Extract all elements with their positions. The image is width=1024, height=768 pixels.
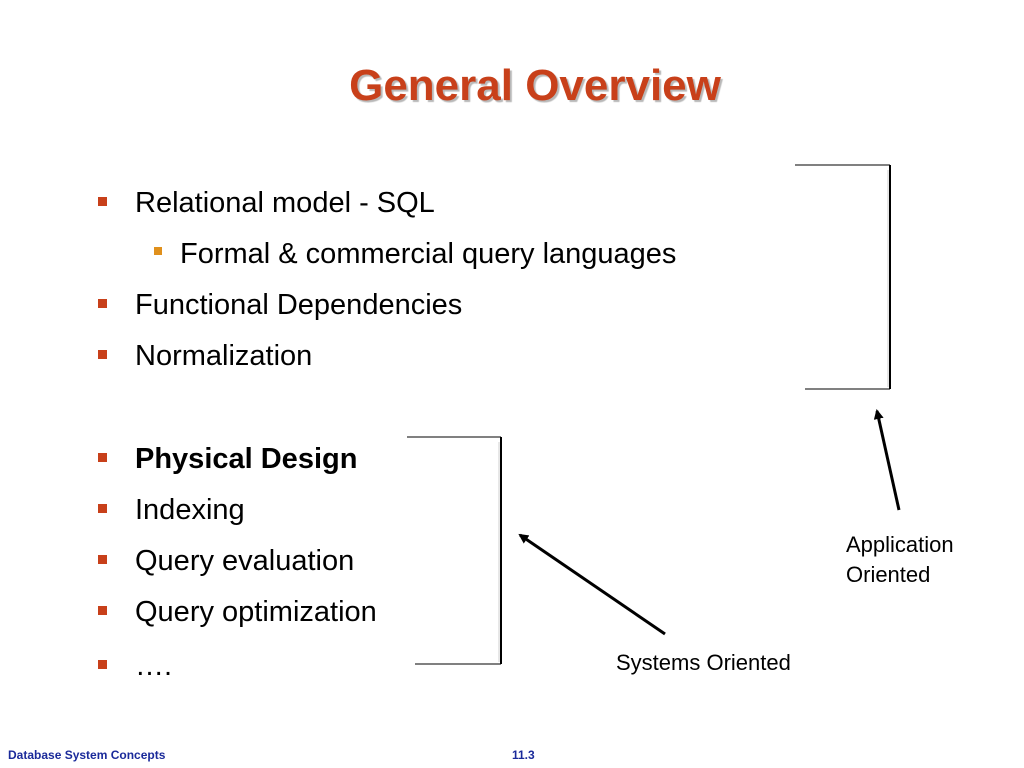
bullet-query-languages: Formal & commercial query languages	[154, 236, 677, 272]
bullet-text: Physical Design	[135, 443, 358, 475]
bullet-text: Relational model - SQL	[135, 187, 435, 219]
bullet-normalization: Normalization	[98, 338, 313, 374]
bullet-text: ….	[135, 650, 173, 682]
sub-bullet-marker	[154, 247, 162, 255]
bullet-query-optimization: Query optimization	[98, 594, 377, 630]
bullet-relational-model: Relational model - SQL	[98, 185, 435, 221]
bullet-text: Query optimization	[135, 596, 377, 628]
bullet-query-evaluation: Query evaluation	[98, 543, 355, 579]
bullet-text: Normalization	[135, 340, 313, 372]
footer-page-number: 11.3	[512, 748, 535, 762]
bullet-marker	[98, 660, 107, 669]
systems-arrow	[518, 533, 666, 636]
bullet-text: Functional Dependencies	[135, 289, 463, 321]
bullet-ellipsis: ….	[98, 648, 173, 684]
application-arrow	[873, 409, 901, 511]
systems-oriented-label: Systems Oriented	[616, 650, 791, 675]
bullet-marker	[98, 197, 107, 206]
bullet-marker	[98, 555, 107, 564]
systems-bracket	[407, 436, 502, 665]
application-label-line1: Application	[846, 532, 954, 557]
bullet-physical-design: Physical Design	[98, 441, 358, 477]
bullet-functional-dependencies: Functional Dependencies	[98, 287, 463, 323]
bullet-marker	[98, 350, 107, 359]
bullet-indexing: Indexing	[98, 492, 245, 528]
bullet-text: Query evaluation	[135, 545, 355, 577]
bullet-text: Indexing	[135, 494, 245, 526]
bullet-marker	[98, 299, 107, 308]
bullet-marker	[98, 504, 107, 513]
bullet-text: Formal & commercial query languages	[180, 238, 677, 270]
application-bracket	[795, 164, 891, 390]
application-oriented-label: Application Oriented	[846, 530, 954, 590]
bullet-marker	[98, 606, 107, 615]
slide-title: General Overview	[349, 61, 721, 110]
application-label-line2: Oriented	[846, 562, 931, 587]
bullet-marker	[98, 453, 107, 462]
footer-course-title: Database System Concepts	[8, 748, 166, 762]
